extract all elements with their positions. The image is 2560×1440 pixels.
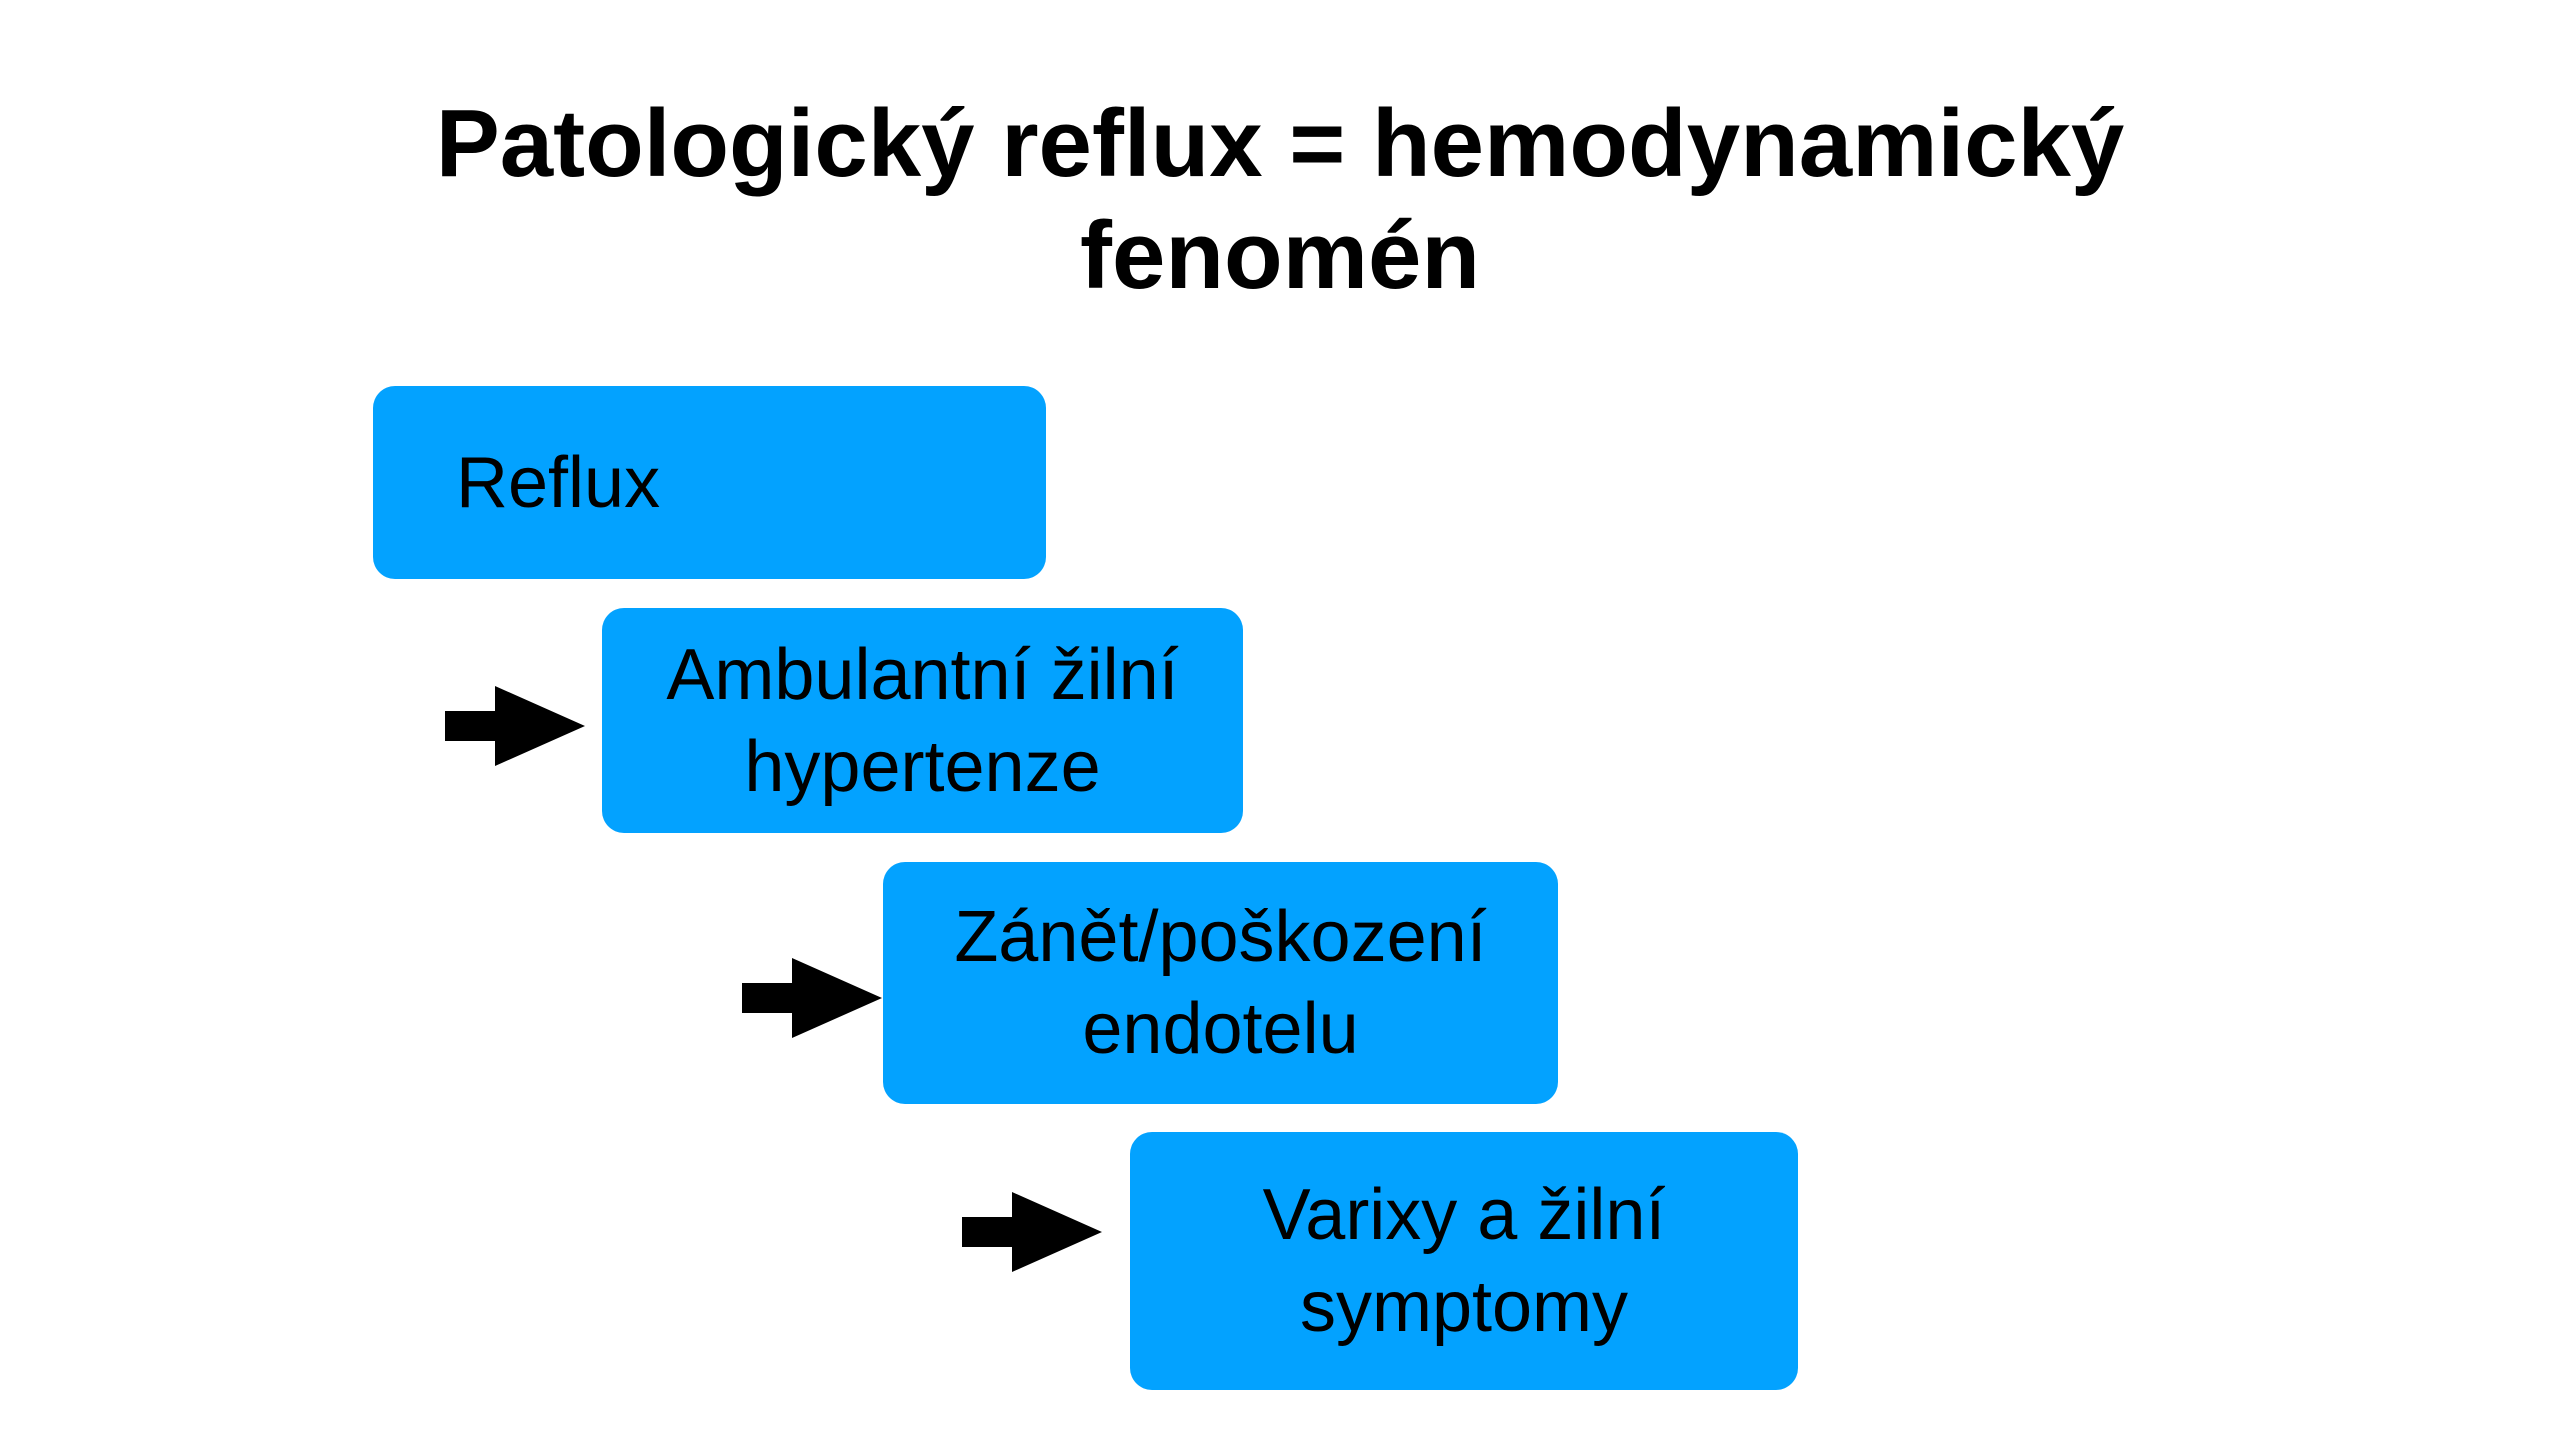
step-box-varices-symptoms-line-2: symptomy <box>1299 1267 1629 1347</box>
step-box-ambulatory-venous-hypertension: Ambulantní žilní hypertenze <box>602 608 1243 833</box>
step-box-varices-symptoms-line-1: Varixy a žilní <box>1262 1175 1666 1255</box>
arrow-right-icon-shape <box>445 686 585 766</box>
step-box-reflux-line-1: Reflux <box>456 442 661 523</box>
arrow-right-icon <box>962 1192 1102 1272</box>
step-box-ambulatory-venous-hypertension-line-2: hypertenze <box>744 726 1101 807</box>
arrow-right-icon-shape <box>962 1192 1102 1272</box>
step-box-endothelial-inflammation: Zánět/poškození endotelu <box>883 862 1558 1104</box>
step-box-endothelial-inflammation-line-1: Zánět/poškození <box>954 897 1487 977</box>
arrow-right-icon <box>742 958 882 1038</box>
arrow-right-icon <box>445 686 585 766</box>
step-box-ambulatory-venous-hypertension-line-1: Ambulantní žilní <box>666 634 1179 715</box>
slide-title: Patologický reflux = hemodynamický fenom… <box>280 88 2280 312</box>
slide-title-line-1: Patologický reflux = hemodynamický <box>435 90 2125 197</box>
slide-title-line-2: fenomén <box>1079 202 1481 309</box>
step-box-varices-symptoms: Varixy a žilní symptomy <box>1130 1132 1798 1390</box>
arrow-right-icon-shape <box>742 958 882 1038</box>
step-box-endothelial-inflammation-line-2: endotelu <box>1082 989 1359 1069</box>
step-box-reflux: Reflux <box>373 386 1046 579</box>
